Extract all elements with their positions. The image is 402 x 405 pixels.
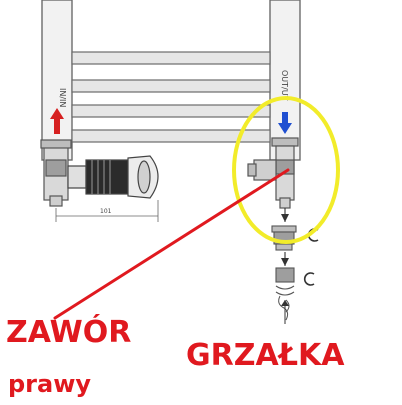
rail bbox=[71, 51, 271, 65]
inlet-port-label: IN/IN bbox=[58, 88, 67, 107]
heater-connector-lower bbox=[275, 252, 295, 296]
radiator-rails bbox=[71, 51, 271, 143]
thermostatic-head bbox=[67, 155, 159, 199]
valve-side-label: prawy bbox=[8, 370, 92, 398]
heater-label: GRZAŁKA bbox=[186, 338, 345, 373]
valve-label: ZAWÓR bbox=[6, 315, 132, 350]
inlet-flow-arrow-icon bbox=[50, 108, 64, 134]
rail bbox=[71, 104, 271, 118]
dimension-line bbox=[55, 200, 159, 222]
outlet-port-label: OUT/UT bbox=[280, 70, 289, 101]
rail bbox=[71, 129, 271, 143]
valve-pointer-line bbox=[53, 168, 290, 320]
outlet-flow-arrow-icon bbox=[278, 112, 292, 134]
heater-highlight-ellipse bbox=[232, 96, 340, 244]
seal-ring-icon bbox=[303, 272, 315, 286]
left-valve bbox=[40, 139, 72, 207]
dimension-value: 101 bbox=[100, 208, 112, 215]
rail bbox=[71, 79, 271, 93]
left-vertical-tube bbox=[41, 0, 73, 161]
heater-element-tip bbox=[278, 295, 290, 324]
radiator-frame bbox=[41, 0, 301, 161]
